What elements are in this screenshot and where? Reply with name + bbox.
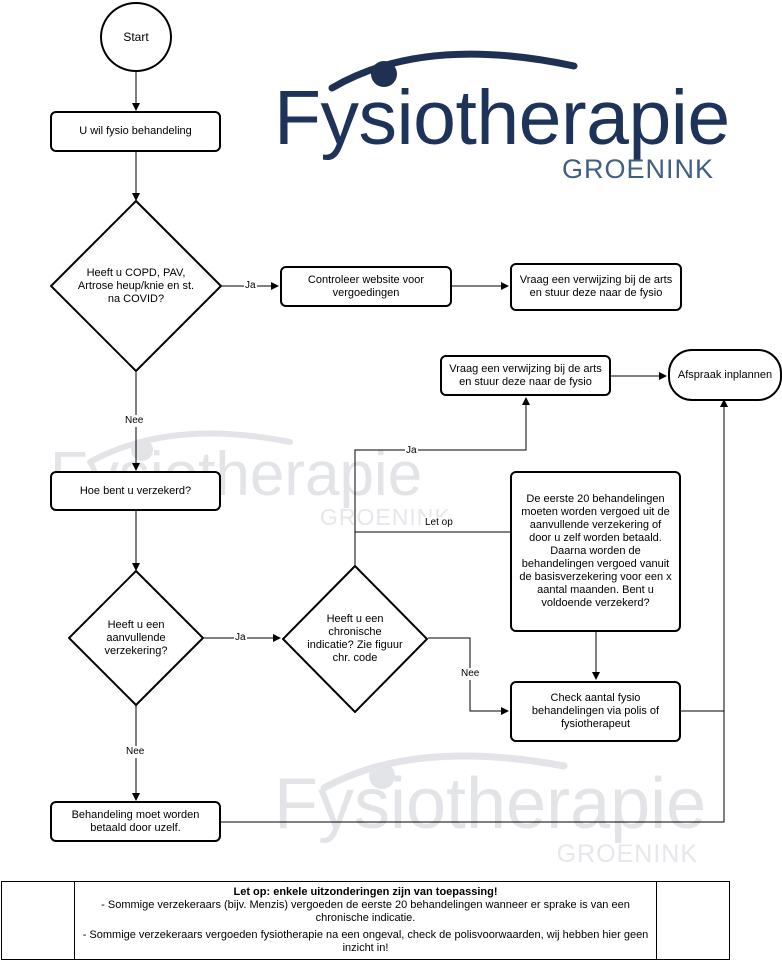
edge-label-nee: Nee bbox=[124, 415, 145, 427]
how-insured-node: Hoe bent u verzekerd? bbox=[50, 471, 221, 511]
note-content-cell: Let op: enkele uitzonderingen zijn van t… bbox=[75, 882, 657, 959]
edge-label-nee: Nee bbox=[460, 668, 481, 680]
first-20-treatments-node: De eerste 20 behandelingen moeten worden… bbox=[510, 471, 681, 632]
edge-check-to-appointment bbox=[681, 399, 728, 712]
edge-label-ja: Ja bbox=[244, 280, 257, 292]
referral-node-top: Vraag een verwijzing bij de arts en stuu… bbox=[510, 263, 682, 311]
question-conditions-node: Heeft u COPD, PAV, Artrose heup/knie en … bbox=[50, 200, 222, 372]
note-line-2: - Sommige verzekeraars vergoeden fysioth… bbox=[82, 929, 649, 954]
edge-label-nee: Nee bbox=[125, 746, 146, 758]
note-empty-cell bbox=[2, 882, 75, 959]
exceptions-note-table: Let op: enkele uitzonderingen zijn van t… bbox=[1, 881, 730, 960]
question-supplementary-node: Heeft u een aanvullende verzekering? bbox=[68, 570, 204, 706]
self-pay-node: Behandeling moet worden betaald door uze… bbox=[50, 801, 221, 842]
note-empty-cell bbox=[657, 882, 729, 959]
edge-label-ja: Ja bbox=[234, 632, 247, 644]
edge-selfpay-to-appointment bbox=[221, 711, 725, 823]
note-heading: Let op: enkele uitzonderingen zijn van t… bbox=[233, 886, 498, 898]
want-treatment-node: U wil fysio behandeling bbox=[50, 111, 221, 152]
question-conditions-text: Heeft u COPD, PAV, Artrose heup/knie en … bbox=[77, 266, 195, 305]
question-supplementary-text: Heeft u een aanvullende verzekering? bbox=[104, 618, 168, 657]
appointment-node: Afspraak inplannen bbox=[668, 349, 782, 401]
referral-node-mid: Vraag een verwijzing bij de arts en stuu… bbox=[440, 355, 611, 396]
check-treatment-count-node: Check aantal fysio behandelingen via pol… bbox=[510, 681, 681, 742]
edge-chronic-ja bbox=[354, 397, 530, 565]
note-line-1: - Sommige verzekeraars (bijv. Menzis) ve… bbox=[101, 899, 630, 924]
edge-label-ja: Ja bbox=[405, 445, 418, 457]
question-chronic-node: Heeft u een chronische indicatie? Zie fi… bbox=[282, 565, 428, 713]
check-website-node: Controleer website voor vergoedingen bbox=[280, 266, 452, 307]
question-chronic-text: Heeft u een chronische indicatie? Zie fi… bbox=[307, 613, 403, 664]
start-node: Start bbox=[100, 2, 172, 72]
edge-label-let-op: Let op bbox=[424, 517, 454, 529]
